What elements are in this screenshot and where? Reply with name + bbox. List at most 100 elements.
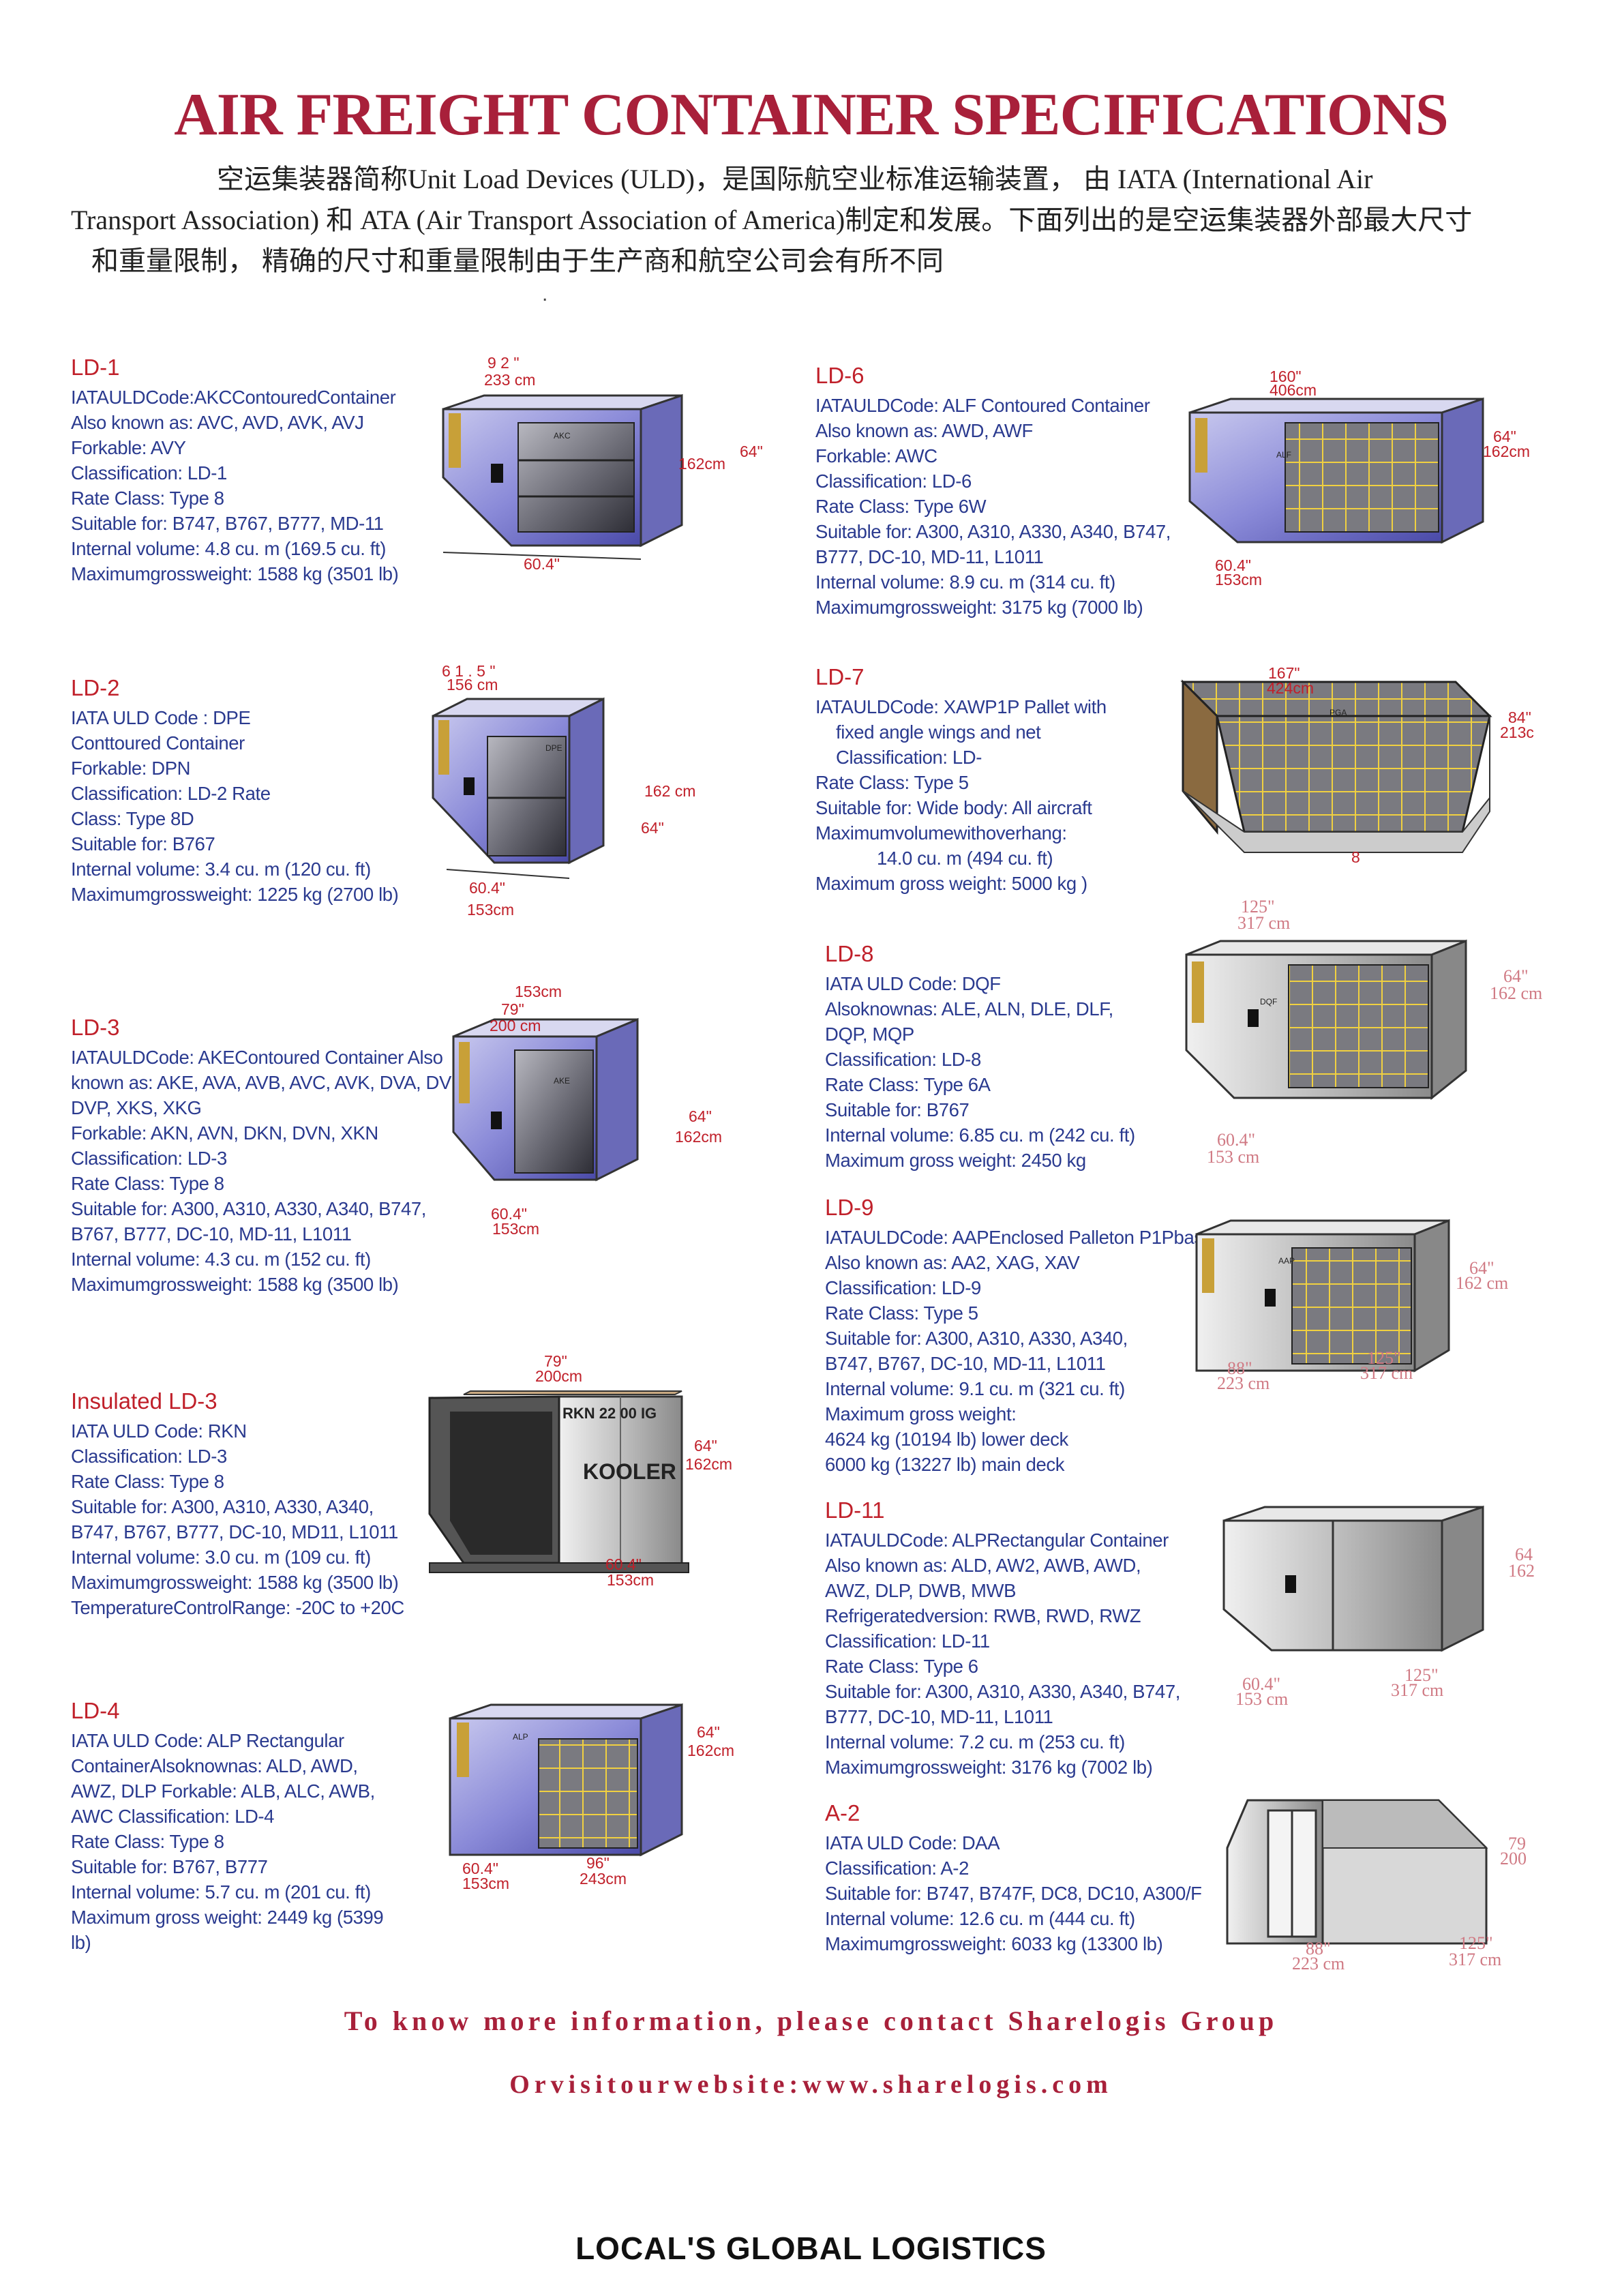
insulated-ld3-dim-3: 64" [694,1437,717,1455]
spec-line: Suitable for: B767 [71,833,215,854]
spec-line: TemperatureControlRange: -20C to +20C [71,1597,404,1618]
spec-line: Forkable: AVY [71,437,186,458]
spec-line: Rate Class: Type 5 [815,772,969,793]
spec-line: 4624 kg (10194 lb) lower deck [825,1429,1068,1450]
ld3-dim-7: 153cm [492,1220,540,1238]
ld11-dim-3: 60.4" [1242,1674,1281,1694]
spec-line: Suitable for: A300, A310, A330, A340, B7… [815,521,1171,542]
ld8-dim-2: 317 cm [1237,913,1291,933]
intro-line-3: 和重量限制， 精确的尺寸和重量限制由于生产商和航空公司会有所不同 [91,245,944,276]
ld2-dim-3: 162 cm [644,782,696,800]
ld4-dim-3: 60.4" [462,1860,498,1877]
spec-line: IATA ULD Code: ALP Rectangular [71,1730,344,1751]
ld2-dim-6: 153cm [467,901,515,919]
ld1-dim-5: 60.4" [524,555,560,573]
spec-line: Suitable for: B767 [825,1099,970,1120]
spec-line: B777, DC-10, MD-11, L1011 [825,1706,1053,1727]
spec-line: AWZ, DLP Forkable: ALB, ALC, AWB, [71,1780,375,1802]
ld8-code-label: DQF [1260,997,1278,1007]
spec-line: Maximumgrossweight: 1588 kg (3501 lb) [71,563,399,584]
ld9-code-label: AAP [1278,1256,1295,1266]
spec-line: B777, DC-10, MD-11, L1011 [815,546,1044,567]
spec-line: Suitable for: A300, A310, A330, A340, B7… [825,1681,1181,1702]
spec-line: Internal volume: 3.0 cu. m (109 cu. ft) [71,1547,371,1568]
ld3-dim-6: 60.4" [491,1205,527,1223]
ld6-container-image [1188,397,1484,544]
a2-dim-4: 223 cm [1292,1954,1345,1973]
spec-line: lb) [71,1932,91,1953]
insulated-ld3-kooler-label: KOOLER [583,1459,676,1484]
ld9-dim-3: 88" [1227,1358,1252,1378]
ld11-dim-4: 153 cm [1235,1689,1289,1709]
spec-name: LD-8 [825,941,874,966]
a2-dim-2: 200 [1500,1849,1527,1868]
insulated-ld3-dim-5: 60.4" [605,1555,642,1573]
spec-line: IATA ULD Code: DAA [825,1832,1000,1853]
spec-name: LD-9 [825,1195,874,1220]
spec-line: Also known as: AVC, AVD, AVK, AVJ [71,412,364,433]
spec-line: Maximumgrossweight: 1588 kg (3500 lb) [71,1274,399,1295]
spec-line: Classification: LD-1 [71,462,227,483]
ld6-dim-3: 64" [1493,428,1516,445]
ld3-dim-5: 162cm [675,1128,723,1146]
spec-line: Suitable for: B747, B767, B777, MD-11 [71,513,384,534]
spec-line: DVP, XKS, XKG [71,1097,202,1118]
a2-dim-6: 317 cm [1449,1950,1502,1969]
a2-dim-1: 79 [1508,1834,1526,1853]
spec-line: fixed angle wings and net [836,721,1041,743]
spec-line: IATA ULD Code : DPE [71,707,251,728]
insulated-ld3-dim-2: 200cm [535,1367,583,1385]
spec-line: IATAULDCode: XAWP1P Pallet with [815,696,1107,717]
ld7-dim-1: 167" [1268,664,1300,682]
spec-name: Insulated LD-3 [71,1388,217,1414]
spec-line: Also known as: AA2, XAG, XAV [825,1252,1080,1273]
ld4-dim-2: 162cm [687,1742,735,1759]
a2-dim-5: 125" [1459,1933,1493,1953]
ld8-dim-4: 162 cm [1490,983,1543,1003]
ld9-dim-4: 223 cm [1217,1373,1270,1393]
spec-line: Rate Class: Type 5 [825,1302,978,1324]
spec-line: 6000 kg (13227 lb) main deck [825,1454,1065,1475]
ld4-dim-6: 243cm [580,1870,627,1888]
spec-line: Suitable for: A300, A310, A330, A340, [825,1328,1128,1349]
spec-line: Suitable for: A300, A310, A330, A340, B7… [71,1198,427,1219]
spec-line: Alsoknownas: ALE, ALN, DLE, DLF, [825,998,1113,1019]
spec-line: Suitable for: A300, A310, A330, A340, [71,1496,374,1517]
ld11-dim-2: 162 [1508,1561,1535,1581]
spec-line: IATAULDCode:AKCContouredContainer [71,387,396,408]
ld7-code-label: PGA [1330,708,1347,717]
spec-name: LD-2 [71,675,120,700]
spec-line: Rate Class: Type 6A [825,1074,991,1095]
spec-line: Internal volume: 8.9 cu. m (314 cu. ft) [815,571,1115,593]
ld9-dim-5: 125" [1367,1348,1401,1368]
spec-line: Classification: LD-6 [815,471,972,492]
insulated-ld3-container-image [428,1390,689,1573]
page-title: AIR FREIGHT CONTAINER SPECIFICATIONS [174,82,1449,148]
spec-line: Also known as: AWD, AWF [815,420,1033,441]
spec-line: Forkable: AKN, AVN, DKN, DVN, XKN [71,1122,378,1144]
spec-line: Also known as: ALD, AW2, AWB, AWD, [825,1555,1141,1576]
insulated-ld3-dim-4: 162cm [685,1455,733,1473]
spec-line: Maximumgrossweight: 1588 kg (3500 lb) [71,1572,399,1593]
ld3-dim-2: 79" [501,1000,524,1018]
ld9-dim-1: 64" [1469,1258,1495,1278]
spec-line: AWC Classification: LD-4 [71,1806,275,1827]
ld8-container-image [1185,939,1467,1101]
spec-line: Class: Type 8D [71,808,194,829]
spec-line: Maximum gross weight: 2449 kg (5399 [71,1907,384,1928]
ld2-code-label: DPE [545,743,562,753]
spec-line: Internal volume: 6.85 cu. m (242 cu. ft) [825,1124,1135,1146]
ld7-dim-5: 8 [1351,848,1360,866]
intro-line-1: 空运集装器简称Unit Load Devices (ULD)，是国际航空业标准运… [217,164,1373,194]
spec-line: Forkable: AWC [815,445,937,466]
ld6-dim-6: 153cm [1215,571,1263,588]
ld3-container-image [452,1017,639,1182]
